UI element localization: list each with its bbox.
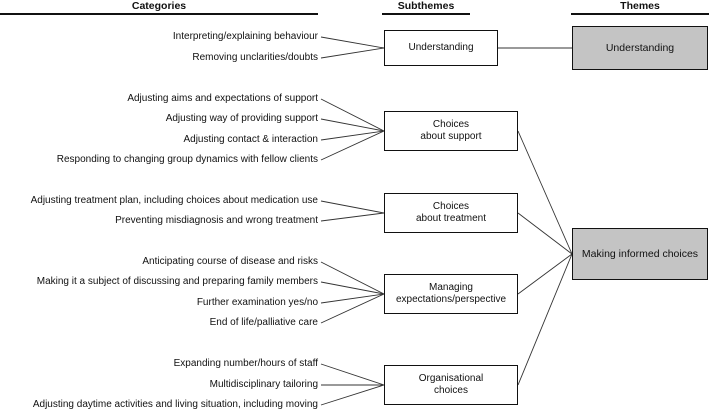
category-label: Preventing misdiagnosis and wrong treatm… bbox=[115, 215, 318, 226]
category-connector bbox=[320, 200, 385, 214]
category-label: Adjusting aims and expectations of suppo… bbox=[127, 93, 318, 104]
category-connector bbox=[320, 98, 385, 132]
header-subthemes-rule bbox=[382, 13, 470, 15]
category-connector bbox=[320, 118, 385, 132]
theme-box-understanding: Understanding bbox=[572, 26, 708, 70]
subtheme-box-managing-expectations: Managing expectations/perspective bbox=[384, 274, 518, 314]
category-label: Adjusting contact & interaction bbox=[183, 134, 318, 145]
category-label: Further examination yes/no bbox=[196, 297, 318, 308]
theme-connector bbox=[517, 253, 573, 386]
category-label: Anticipating course of disease and risks bbox=[142, 256, 318, 267]
header-categories-rule bbox=[0, 13, 318, 15]
category-connector bbox=[320, 363, 385, 386]
category-connector bbox=[320, 47, 385, 59]
category-connector bbox=[320, 130, 385, 141]
category-label: End of life/palliative care bbox=[209, 317, 318, 328]
header-themes-rule bbox=[571, 13, 709, 15]
category-label: Adjusting daytime activities and living … bbox=[32, 399, 318, 410]
subtheme-box-organisational-choices: Organisational choices bbox=[384, 365, 518, 405]
category-connector bbox=[320, 293, 385, 324]
subtheme-box-choices-about-treatment: Choices about treatment bbox=[384, 193, 518, 233]
subtheme-box-choices-about-support: Choices about support bbox=[384, 111, 518, 151]
category-label: Multidisciplinary tailoring bbox=[209, 379, 318, 390]
category-label: Adjusting treatment plan, including choi… bbox=[30, 195, 318, 206]
category-connector bbox=[320, 212, 385, 222]
category-label: Expanding number/hours of staff bbox=[173, 358, 318, 369]
category-connector bbox=[320, 384, 385, 406]
category-connector bbox=[320, 261, 385, 295]
category-label: Removing unclarities/doubts bbox=[192, 52, 318, 63]
theme-connector bbox=[517, 253, 573, 295]
theme-box-making-informed-choices: Making informed choices bbox=[572, 228, 708, 280]
header-themes: Themes bbox=[620, 0, 660, 12]
category-label: Interpreting/explaining behaviour bbox=[172, 31, 318, 42]
theme-connector bbox=[517, 130, 573, 255]
category-label: Making it a subject of discussing and pr… bbox=[36, 276, 318, 287]
category-label: Adjusting way of providing support bbox=[165, 113, 318, 124]
header-subthemes: Subthemes bbox=[397, 0, 455, 12]
subtheme-box-understanding: Understanding bbox=[384, 30, 498, 66]
category-connector bbox=[320, 293, 385, 304]
category-label: Responding to changing group dynamics wi… bbox=[56, 154, 318, 165]
category-connector bbox=[320, 36, 385, 49]
theme-connector bbox=[517, 212, 573, 255]
category-connector bbox=[320, 130, 385, 161]
header-categories: Categories bbox=[131, 0, 187, 12]
category-connector bbox=[320, 281, 385, 295]
